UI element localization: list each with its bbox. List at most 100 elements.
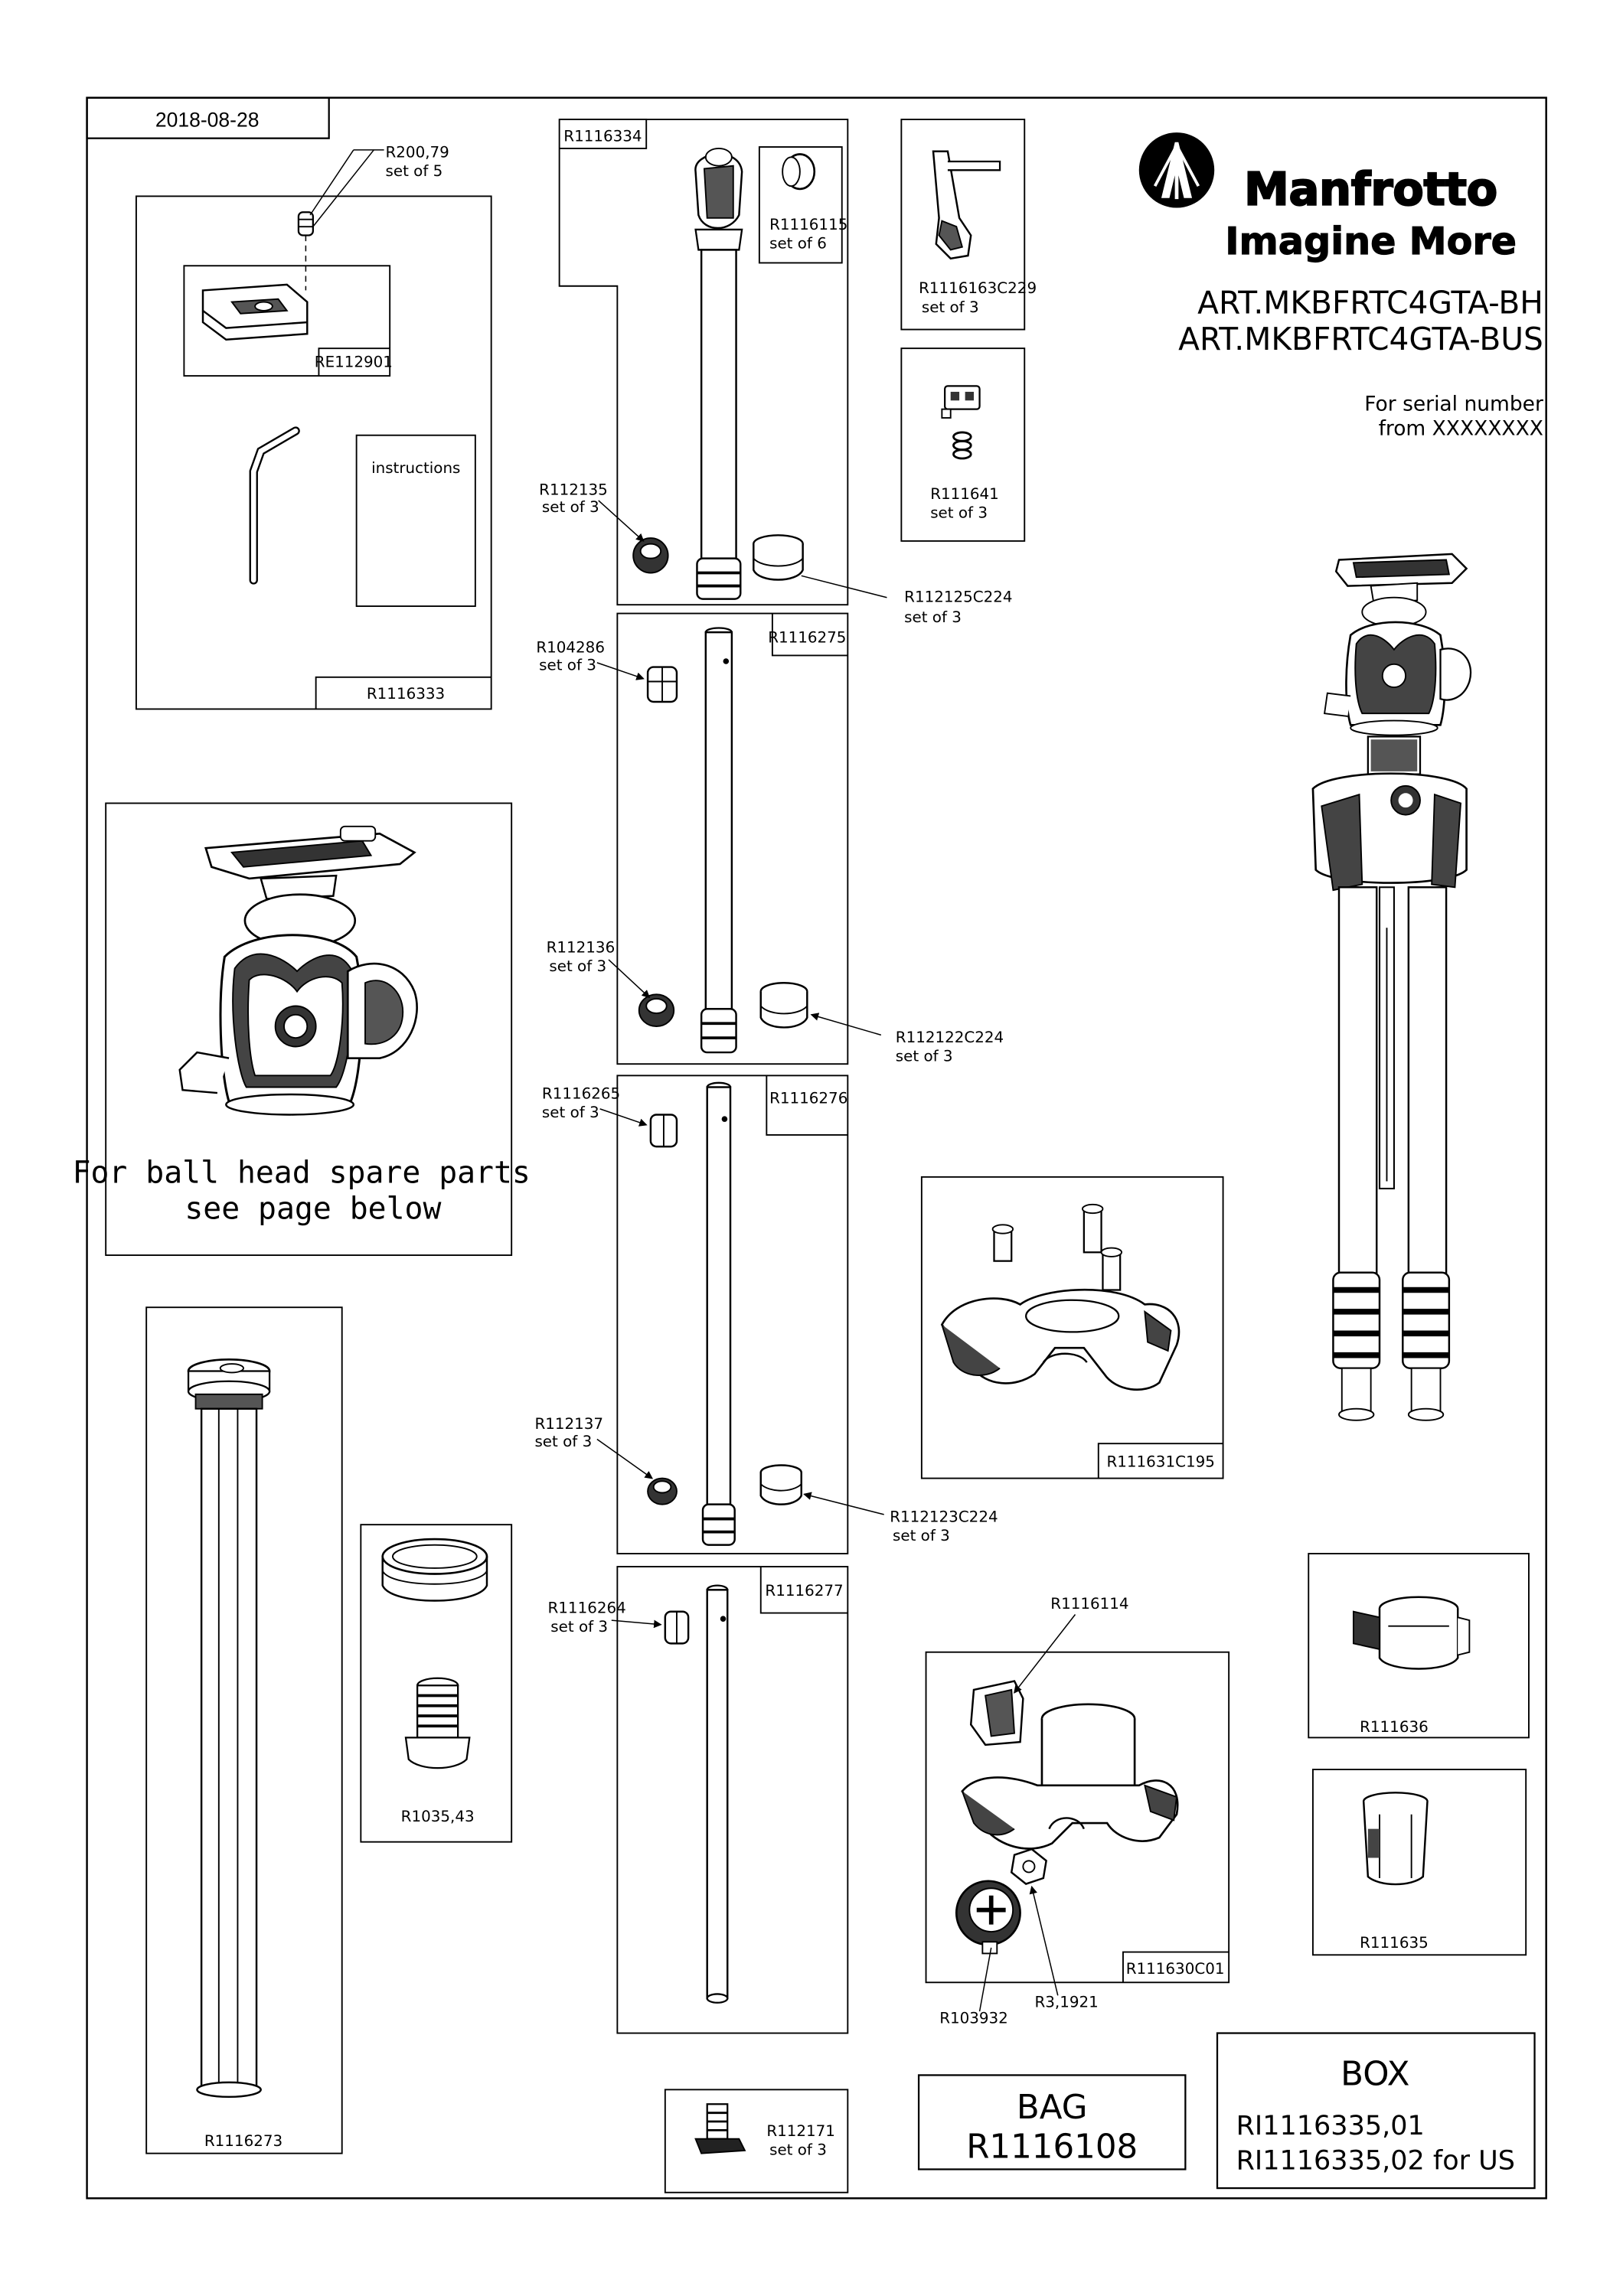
leg-angle-lever-icon — [932, 150, 1001, 260]
top-casting-icon — [940, 1203, 1181, 1391]
part-box-r111635: R111635 — [1311, 1769, 1527, 1956]
part-box-r1116273: R1116273 — [145, 1306, 343, 2154]
foot-2-icon — [638, 993, 675, 1027]
collar-3-icon — [759, 1464, 802, 1505]
article-code-1: ART.MKBFRTC4GTA-BH — [1197, 285, 1543, 321]
part-box-r1116334: R1116334 R1116115 set of 6 — [558, 119, 849, 606]
part-box-r1035-43: R1035,43 — [360, 1524, 513, 1843]
part-qty: set of 3 — [539, 656, 596, 673]
box-code-2: RI1116335,02 for US — [1236, 2145, 1515, 2176]
ring-icon — [381, 1538, 488, 1602]
part-box-r1116276: R1116276 — [616, 1075, 849, 1554]
part-code: R200,79 — [386, 143, 449, 161]
part-qty: set of 3 — [769, 2141, 827, 2159]
part-qty: set of 3 — [542, 1104, 599, 1121]
manfrotto-logo: Manfrotto — [1138, 132, 1498, 217]
part-code: R1116114 — [1050, 1595, 1128, 1613]
bag-label: BAG — [1017, 2089, 1088, 2127]
part-code: R111630C01 — [1126, 1960, 1225, 1978]
part-qty: set of 3 — [904, 608, 962, 626]
ball-head-note-2: see page below — [185, 1192, 441, 1227]
part-qty: set of 5 — [386, 162, 443, 180]
part-box-r1116275: R1116275 — [616, 612, 849, 1065]
sheet-border — [86, 96, 1547, 2200]
part-code: RE112901 — [315, 354, 393, 371]
tripod-assembly-icon — [1311, 553, 1472, 1421]
part-code: R1035,43 — [401, 1808, 475, 1825]
part-code: R1116275 — [768, 628, 846, 646]
part-box-r111636: R111636 — [1308, 1553, 1530, 1739]
part-code: R1116163C229 — [919, 279, 1037, 297]
part-code: R1116115 — [769, 216, 847, 233]
part-code: R112125C224 — [904, 588, 1012, 605]
part-code: R111636 — [1360, 1718, 1429, 1736]
ball-head-icon — [178, 825, 418, 1116]
part-box-r1116163c229: R1116163C229 set of 3 — [900, 119, 1037, 331]
part-qty: set of 3 — [896, 1047, 953, 1065]
spider-knob-icon — [955, 1880, 1021, 1955]
part-box-r111641: R111641 set of 3 — [900, 347, 1026, 542]
part-code: R1116265 — [542, 1085, 620, 1103]
quick-release-plate-icon — [201, 283, 309, 341]
brand-name: Manfrotto — [1244, 164, 1497, 216]
date-text: 2018-08-28 — [155, 109, 260, 132]
nut-icon — [1010, 1848, 1047, 1885]
center-column-icon — [187, 1358, 271, 2099]
part-code: R1116273 — [204, 2132, 282, 2150]
ball-head-note-1: For ball head spare parts — [73, 1155, 531, 1190]
leg-clip-4-icon — [664, 1610, 690, 1645]
part-code: R104286 — [536, 639, 605, 657]
part-code: R1116264 — [548, 1600, 626, 1617]
serial-line-2: from XXXXXXXX — [1379, 417, 1543, 441]
foot-1-icon — [632, 537, 669, 574]
part-code: R111641 — [930, 485, 999, 503]
leg-section-2-icon — [700, 627, 737, 1054]
bolt-icon — [694, 2103, 746, 2154]
serial-line-1: For serial number — [1364, 393, 1543, 416]
spider-casting-icon — [961, 1680, 1179, 1850]
part-qty: set of 3 — [542, 498, 599, 516]
foot-3-icon — [647, 1477, 678, 1505]
collar-2-icon — [759, 981, 808, 1029]
part-box-r1116277: R1116277 — [616, 1566, 849, 2034]
part-code: R111631C195 — [1106, 1453, 1214, 1470]
part-code: R112136 — [547, 938, 616, 956]
part-qty: set of 3 — [893, 1527, 950, 1544]
part-code: R112123C224 — [890, 1508, 998, 1525]
part-qty: set of 6 — [769, 235, 827, 253]
part-code: R111635 — [1360, 1934, 1429, 1952]
leg-section-3-icon — [701, 1081, 736, 1546]
leg-clip-2-icon — [646, 666, 678, 703]
part-code: R112137 — [534, 1415, 603, 1433]
lock-pin-icon — [941, 385, 981, 460]
leg-section-1-icon — [694, 147, 743, 600]
bag-code: R1116108 — [966, 2128, 1138, 2166]
instructions-sheet — [355, 434, 476, 608]
box-label: BOX — [1341, 2056, 1409, 2094]
part-code: R1116276 — [769, 1089, 847, 1107]
part-box-r112171: R112171 set of 3 — [664, 2089, 849, 2193]
leg-collet-icon — [1362, 1792, 1429, 1886]
article-code-2: ART.MKBFRTC4GTA-BUS — [1178, 321, 1543, 357]
part-code: R103932 — [939, 2009, 1008, 2027]
part-code: R112135 — [539, 481, 608, 498]
part-box-r111631c195: R111631C195 — [920, 1176, 1224, 1479]
screw-icon — [297, 211, 314, 236]
part-qty: set of 3 — [550, 1618, 608, 1636]
part-code: R1116334 — [563, 127, 642, 145]
part-qty: set of 3 — [922, 298, 979, 316]
instructions-label: instructions — [371, 459, 460, 477]
part-code: R1116277 — [765, 1582, 843, 1600]
box-box: BOX RI1116335,01 RI1116335,02 for US — [1216, 2032, 1536, 2190]
part-code: R112122C224 — [896, 1029, 1004, 1046]
brand-tagline: Imagine More — [1225, 219, 1517, 263]
part-box-r1116333: R1116333 R200,79 set of 5 RE112901 instr… — [135, 143, 492, 710]
screw-adapter-icon — [404, 1677, 471, 1769]
part-qty: set of 3 — [549, 957, 606, 975]
part-code: R3,1921 — [1034, 1993, 1098, 2011]
box-code-1: RI1116335,01 — [1236, 2111, 1425, 2141]
part-qty: set of 3 — [534, 1433, 592, 1450]
leg-clip-3-icon — [649, 1114, 678, 1148]
part-code: R1116333 — [367, 685, 445, 703]
